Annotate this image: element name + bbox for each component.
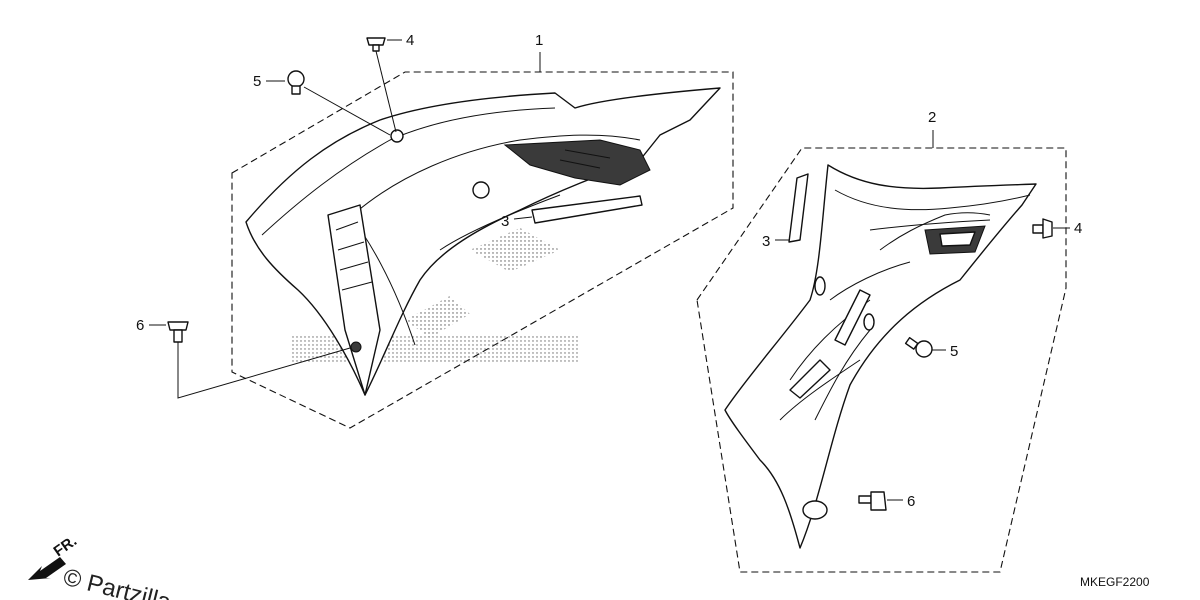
svg-text:FR.: FR. [51,532,81,560]
svg-text:4: 4 [406,32,414,49]
assembly-boundary-2 [696,147,1067,573]
decal-stripe-left [531,195,643,224]
shroud-assembly-2 [696,147,1067,573]
svg-text:4: 4 [1074,220,1082,237]
svg-text:6: 6 [136,317,144,334]
inner-bracket [327,204,381,396]
callout-5-left: 5 [253,73,285,90]
callout-4-right: 4 [1053,220,1082,237]
watermark: © Partzilla [61,564,175,600]
diagram-code: MKEGF2200 [1080,575,1150,589]
front-arrow-icon [28,557,66,580]
screw-4-right [1032,218,1053,239]
svg-text:5: 5 [950,343,958,360]
grommet-6-left [167,321,351,399]
grommet-6-right [858,491,887,511]
callout-3-right: 3 [762,233,789,250]
screw-5-right [904,336,933,358]
callout-2: 2 [928,109,936,148]
svg-text:5: 5 [253,73,261,90]
radiator-shroud-right [724,164,1037,549]
svg-text:3: 3 [501,213,509,230]
svg-text:2: 2 [928,109,936,126]
svg-text:6: 6 [907,493,915,510]
callout-3-left: 3 [501,213,533,230]
callout-6-left: 6 [136,317,166,334]
callout-5-right: 5 [932,343,958,360]
callout-4-left: 4 [387,32,414,49]
callout-6-right: 6 [887,493,915,510]
svg-text:3: 3 [762,233,770,250]
callout-1: 1 [535,32,543,72]
decal-stripe-right [788,173,809,243]
vent-scoop [503,139,651,186]
screw-5-left [287,70,391,136]
assembly-boundary-1 [231,71,734,429]
shroud-assembly-1 [231,71,734,429]
screw-4-left [366,37,397,133]
svg-text:1: 1 [535,32,543,49]
